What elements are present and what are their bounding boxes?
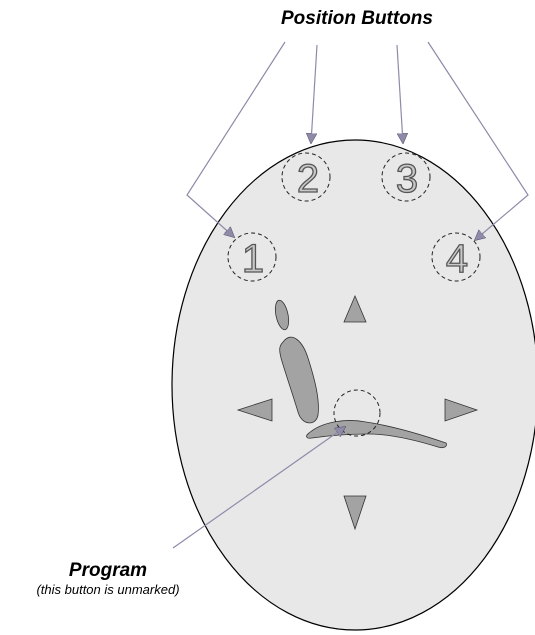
- position-button-number: 1: [242, 237, 264, 281]
- leader-line-button-3: [397, 45, 403, 143]
- remote-body: [172, 140, 535, 630]
- position-button-number: 2: [297, 157, 319, 201]
- leader-line-button-2: [311, 45, 317, 143]
- position-buttons-label: Position Buttons: [281, 8, 433, 29]
- program-note: (this button is unmarked): [36, 582, 179, 597]
- program-label: Program: [69, 560, 147, 581]
- position-button-number: 3: [396, 157, 418, 201]
- position-button-number: 4: [446, 237, 468, 281]
